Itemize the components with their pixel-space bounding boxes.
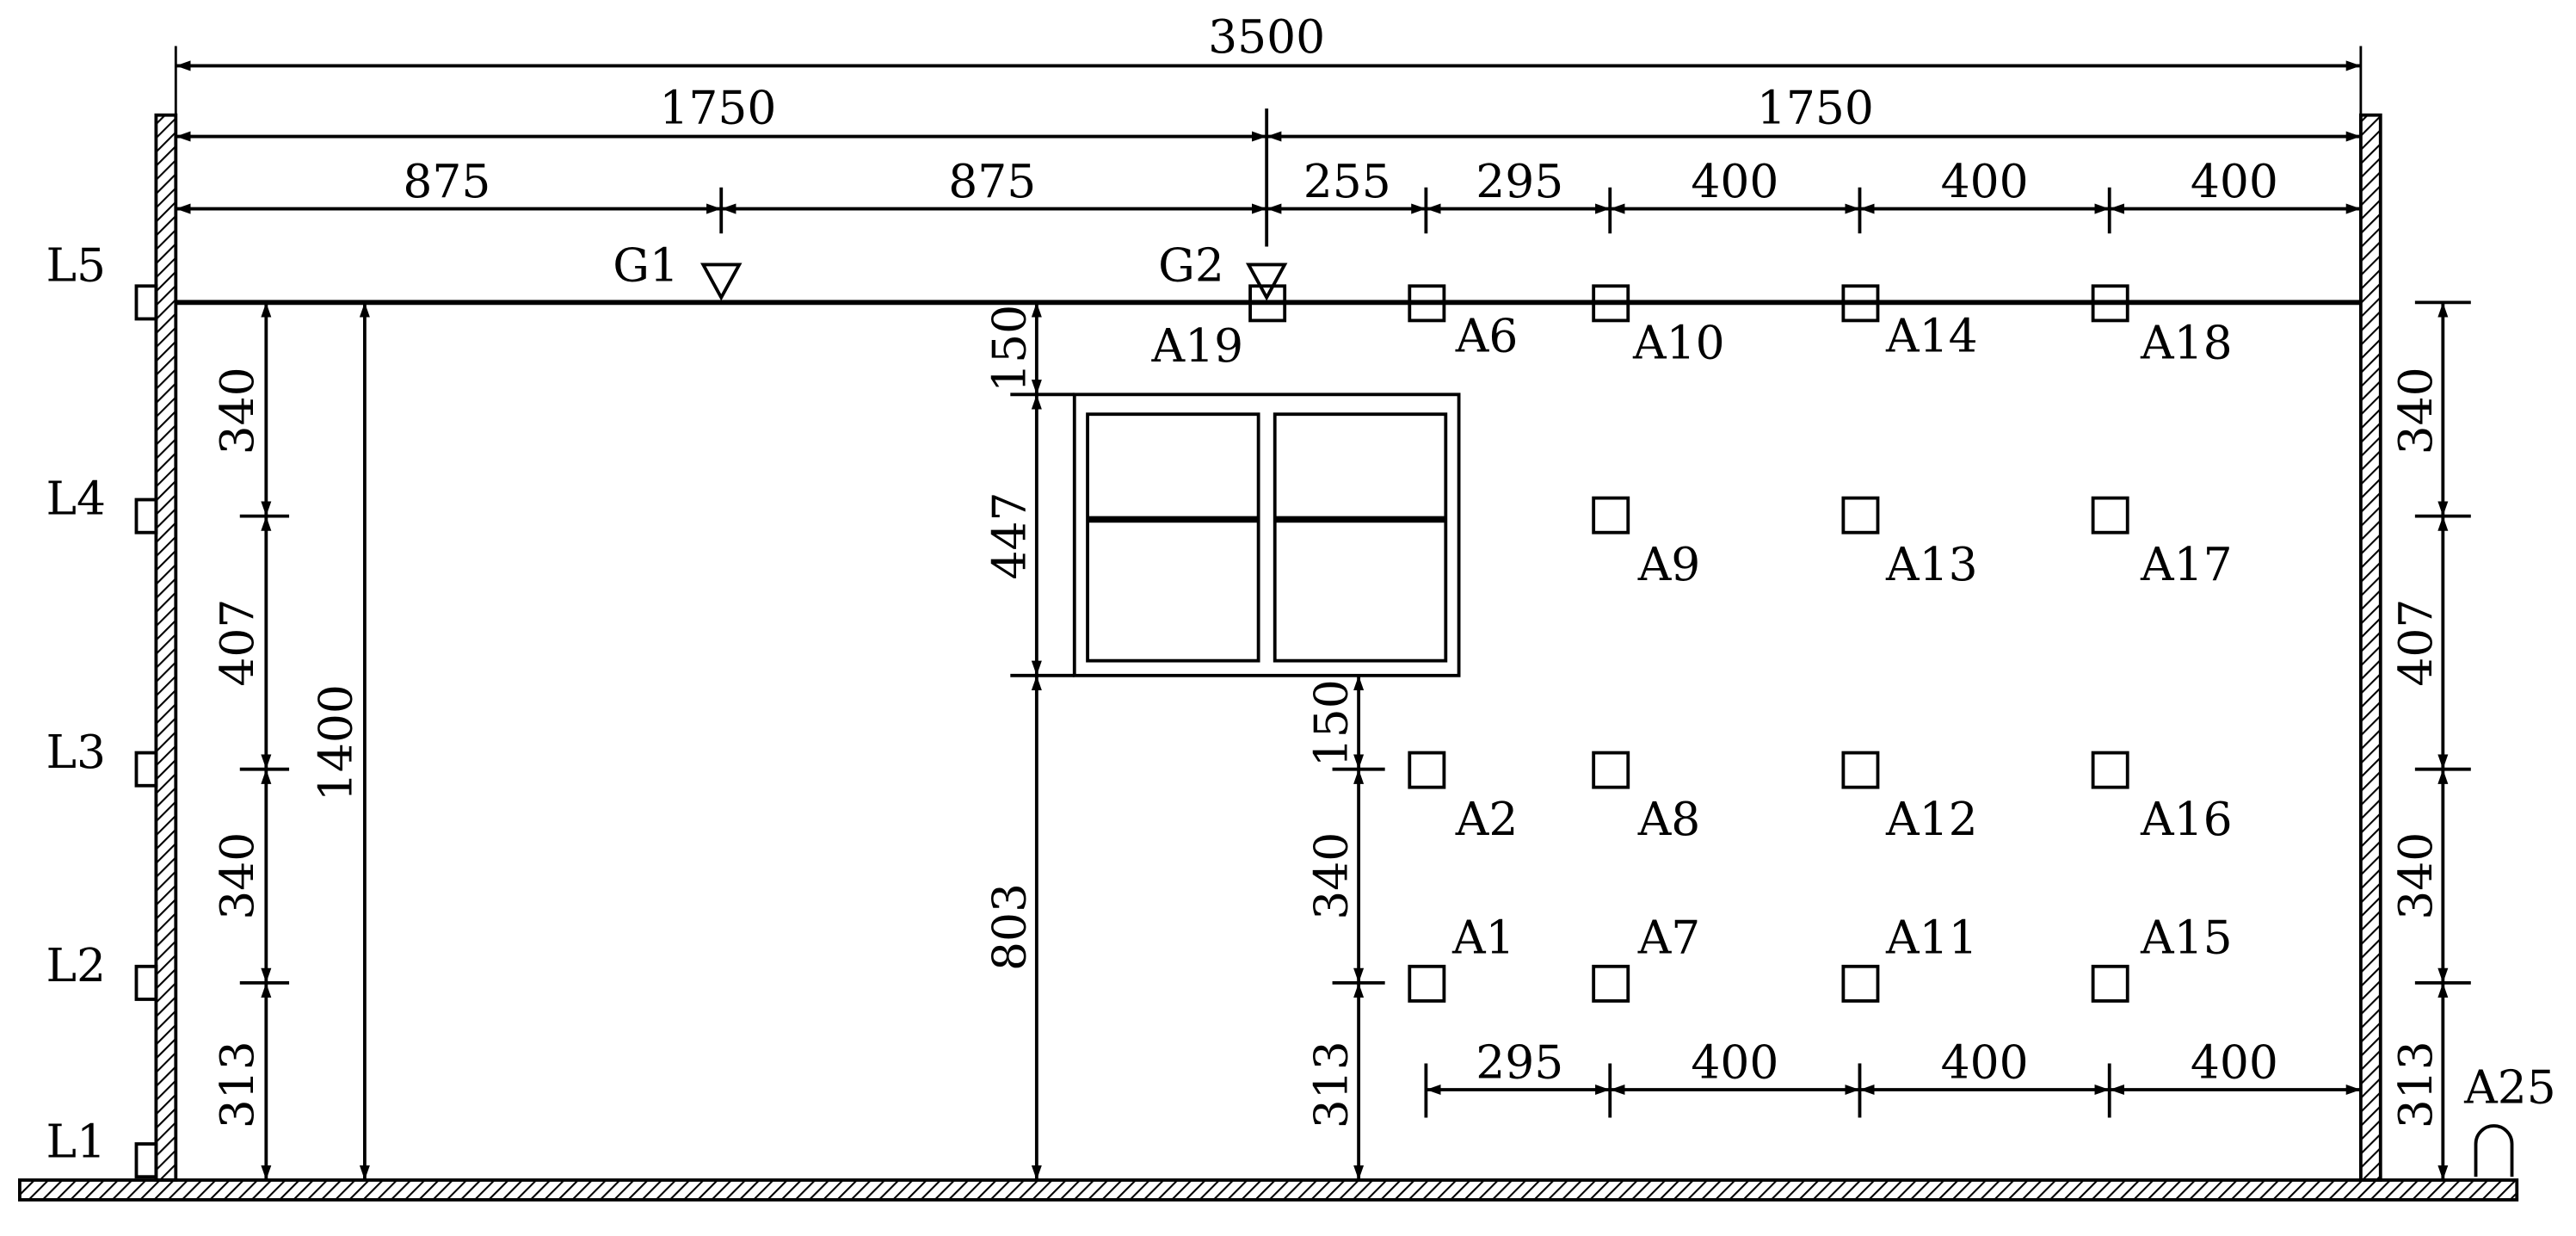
- level-label-l2: L2: [46, 938, 106, 992]
- right-vertical-dimensions: 340 407 340 313: [2388, 300, 2471, 1181]
- sensor-label-a6: A6: [1455, 309, 1519, 363]
- sensor-a2: [1408, 751, 1446, 789]
- dim-bottom-seg-1: 295: [1476, 1035, 1563, 1090]
- dim-top-seg-1: 255: [1303, 154, 1391, 208]
- level-marker-l5: [134, 284, 158, 321]
- gauge-label-g2: G2: [1158, 238, 1224, 293]
- sensor-a15: [2091, 964, 2129, 1003]
- dim-top-seg-5: 400: [2191, 154, 2278, 208]
- dim-sensor-v-1: 150: [1304, 679, 1359, 767]
- sensor-label-a1: A1: [1451, 911, 1515, 965]
- level-markers: L5 L4 L3 L2 L1: [46, 238, 158, 1179]
- sensor-a6: [1408, 284, 1446, 323]
- sensors: A19 A6 A10 A14 A18 A9 A13 A17 A2 A8 A12 …: [1151, 284, 2556, 1177]
- sensor-label-a15: A15: [2140, 911, 2233, 965]
- dim-right-v-4: 313: [2388, 1041, 2443, 1128]
- ground-slab: [18, 1178, 2519, 1202]
- sensor-label-a25: A25: [2463, 1060, 2556, 1114]
- sensor-a14: [1841, 284, 1880, 323]
- sensor-label-a9: A9: [1637, 537, 1701, 591]
- dim-sensor-v-2: 340: [1304, 832, 1359, 920]
- top-dimensions: 3500 1750 1750 875 875 255 295 400 400 4…: [174, 9, 2363, 247]
- gauge-g1-triangle-icon: [700, 263, 743, 301]
- dim-half-left: 1750: [659, 80, 776, 134]
- sensor-a12: [1841, 751, 1880, 789]
- sensor-label-a18: A18: [2140, 315, 2233, 369]
- sensor-a16: [2091, 751, 2129, 789]
- sensor-label-a11: A11: [1885, 911, 1978, 965]
- sensor-vertical-dimensions: 150 340 313: [1304, 675, 1385, 1181]
- sensor-label-a10: A10: [1632, 315, 1725, 369]
- structure: [18, 113, 2519, 1202]
- dim-half-right: 1750: [1757, 80, 1874, 134]
- sensor-a13: [1841, 496, 1880, 535]
- sensor-label-a8: A8: [1637, 792, 1701, 846]
- level-marker-l2: [134, 964, 158, 1001]
- sensor-label-a7: A7: [1637, 911, 1701, 965]
- right-wall: [2358, 113, 2382, 1182]
- dim-left-v-4: 313: [210, 1041, 264, 1128]
- sensor-label-a17: A17: [2140, 537, 2233, 591]
- dim-left-v-1: 340: [210, 367, 264, 454]
- level-label-l3: L3: [46, 725, 106, 779]
- window-vertical-dimensions: 150 447 803: [982, 302, 1075, 1181]
- sensor-a17: [2091, 496, 2129, 535]
- sensor-label-a12: A12: [1885, 792, 1978, 846]
- dim-total-height: 1400: [309, 684, 363, 801]
- dim-left-v-2: 407: [210, 599, 264, 687]
- dim-right-v-1: 340: [2388, 367, 2443, 454]
- dim-bottom-seg-4: 400: [2191, 1035, 2278, 1090]
- level-marker-l3: [134, 751, 158, 788]
- sensor-a18: [2091, 284, 2129, 323]
- sensor-a19: [1248, 284, 1287, 323]
- sensor-label-a13: A13: [1885, 537, 1978, 591]
- dim-right-v-3: 340: [2388, 832, 2443, 920]
- bottom-dimensions: 295 400 400 400: [1424, 1035, 2361, 1118]
- level-label-l1: L1: [46, 1114, 106, 1168]
- dim-right-v-2: 407: [2388, 599, 2443, 687]
- left-wall: [154, 113, 178, 1182]
- window: [1072, 392, 1461, 677]
- level-marker-l1: [134, 1142, 158, 1179]
- level-label-l5: L5: [46, 238, 106, 293]
- sensor-a9: [1592, 496, 1630, 535]
- dim-quarter-mid: 875: [948, 154, 1036, 208]
- sensor-label-a2: A2: [1455, 792, 1519, 846]
- dim-sensor-v-3: 313: [1304, 1041, 1359, 1128]
- dim-top-seg-4: 400: [1941, 154, 2029, 208]
- dim-left-v-3: 340: [210, 832, 264, 920]
- sensor-a1: [1408, 964, 1446, 1003]
- dim-top-seg-3: 400: [1691, 154, 1778, 208]
- dim-bottom-seg-2: 400: [1691, 1035, 1778, 1090]
- sensor-a11: [1841, 964, 1880, 1003]
- dim-overall: 3500: [1208, 9, 1325, 64]
- dim-top-seg-2: 295: [1476, 154, 1563, 208]
- gauge-label-g1: G1: [613, 238, 679, 293]
- sensor-a25-dome-icon: [2474, 1124, 2514, 1177]
- sensor-a10: [1592, 284, 1630, 323]
- gauge-g2-triangle-icon: [1245, 263, 1288, 301]
- dim-window-v-2: 447: [982, 492, 1036, 580]
- sensor-label-a19: A19: [1151, 318, 1244, 373]
- sensor-a8: [1592, 751, 1630, 789]
- level-label-l4: L4: [46, 472, 106, 526]
- level-marker-l4: [134, 497, 158, 535]
- left-vertical-dimensions: 340 407 340 313 1400: [210, 302, 370, 1181]
- dim-window-v-3: 803: [982, 883, 1036, 971]
- dim-quarter-left: 875: [403, 154, 490, 208]
- sensor-label-a16: A16: [2140, 792, 2233, 846]
- dim-bottom-seg-3: 400: [1941, 1035, 2029, 1090]
- gauges: G1 G2: [613, 238, 1288, 301]
- sensor-label-a14: A14: [1885, 309, 1978, 363]
- sensor-a7: [1592, 964, 1630, 1003]
- dim-window-v-1: 150: [982, 305, 1036, 392]
